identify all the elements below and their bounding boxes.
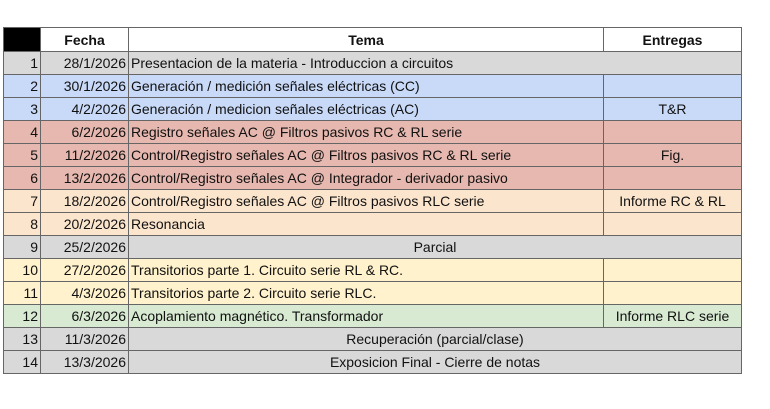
header-tema: Tema	[128, 27, 604, 52]
deliverable-cell	[603, 74, 742, 98]
deliverable-cell: T&R	[603, 97, 742, 121]
topic-cell: Control/Registro señales AC @ Integrador…	[128, 166, 604, 190]
row-number: 4	[3, 120, 41, 144]
topic-cell: Control/Registro señales AC @ Filtros pa…	[128, 143, 604, 167]
topic-cell: Registro señales AC @ Filtros pasivos RC…	[128, 120, 604, 144]
deliverable-cell	[603, 120, 742, 144]
date-cell: 28/1/2026	[40, 51, 129, 75]
deliverable-cell: Fig.	[603, 143, 742, 167]
topic-cell: Generación / medicion señales eléctricas…	[128, 97, 604, 121]
row-number: 8	[3, 212, 41, 236]
row-number: 3	[3, 97, 41, 121]
date-cell: 11/2/2026	[40, 143, 129, 167]
date-cell: 11/3/2026	[40, 327, 129, 351]
date-cell: 13/2/2026	[40, 166, 129, 190]
row-number: 12	[3, 304, 41, 328]
row-number: 14	[3, 350, 41, 374]
row-number: 5	[3, 143, 41, 167]
row-number: 2	[3, 74, 41, 98]
deliverable-cell	[603, 281, 742, 305]
deliverable-cell	[603, 258, 742, 282]
deliverable-cell	[603, 212, 742, 236]
row-number: 10	[3, 258, 41, 282]
topic-cell: Control/Registro señales AC @ Filtros pa…	[128, 189, 604, 213]
date-cell: 6/3/2026	[40, 304, 129, 328]
topic-cell: Parcial	[128, 235, 742, 259]
date-cell: 30/1/2026	[40, 74, 129, 98]
topic-cell: Acoplamiento magnético. Transformador	[128, 304, 604, 328]
topic-cell: Transitorios parte 1. Circuito serie RL …	[128, 258, 604, 282]
date-cell: 6/2/2026	[40, 120, 129, 144]
deliverable-cell	[603, 166, 742, 190]
topic-cell: Generación / medición señales eléctricas…	[128, 74, 604, 98]
date-cell: 25/2/2026	[40, 235, 129, 259]
topic-cell: Recuperación (parcial/clase)	[128, 327, 742, 351]
header-entregas: Entregas	[603, 27, 742, 52]
topic-cell: Presentacion de la materia - Introduccio…	[128, 51, 742, 75]
header-row: Fecha Tema Entregas	[3, 27, 742, 52]
row-number: 6	[3, 166, 41, 190]
date-cell: 20/2/2026	[40, 212, 129, 236]
deliverable-cell: Informe RLC serie	[603, 304, 742, 328]
deliverable-cell: Informe RC & RL	[603, 189, 742, 213]
corner-cell	[3, 27, 41, 52]
date-cell: 18/2/2026	[40, 189, 129, 213]
header-fecha: Fecha	[40, 27, 129, 52]
date-cell: 4/2/2026	[40, 97, 129, 121]
row-number: 7	[3, 189, 41, 213]
topic-cell: Transitorios parte 2. Circuito serie RLC…	[128, 281, 604, 305]
date-cell: 4/3/2026	[40, 281, 129, 305]
row-number: 1	[3, 51, 41, 75]
row-number: 11	[3, 281, 41, 305]
row-number: 13	[3, 327, 41, 351]
date-cell: 27/2/2026	[40, 258, 129, 282]
topic-cell: Resonancia	[128, 212, 604, 236]
row-number: 9	[3, 235, 41, 259]
date-cell: 13/3/2026	[40, 350, 129, 374]
topic-cell: Exposicion Final - Cierre de notas	[128, 350, 742, 374]
